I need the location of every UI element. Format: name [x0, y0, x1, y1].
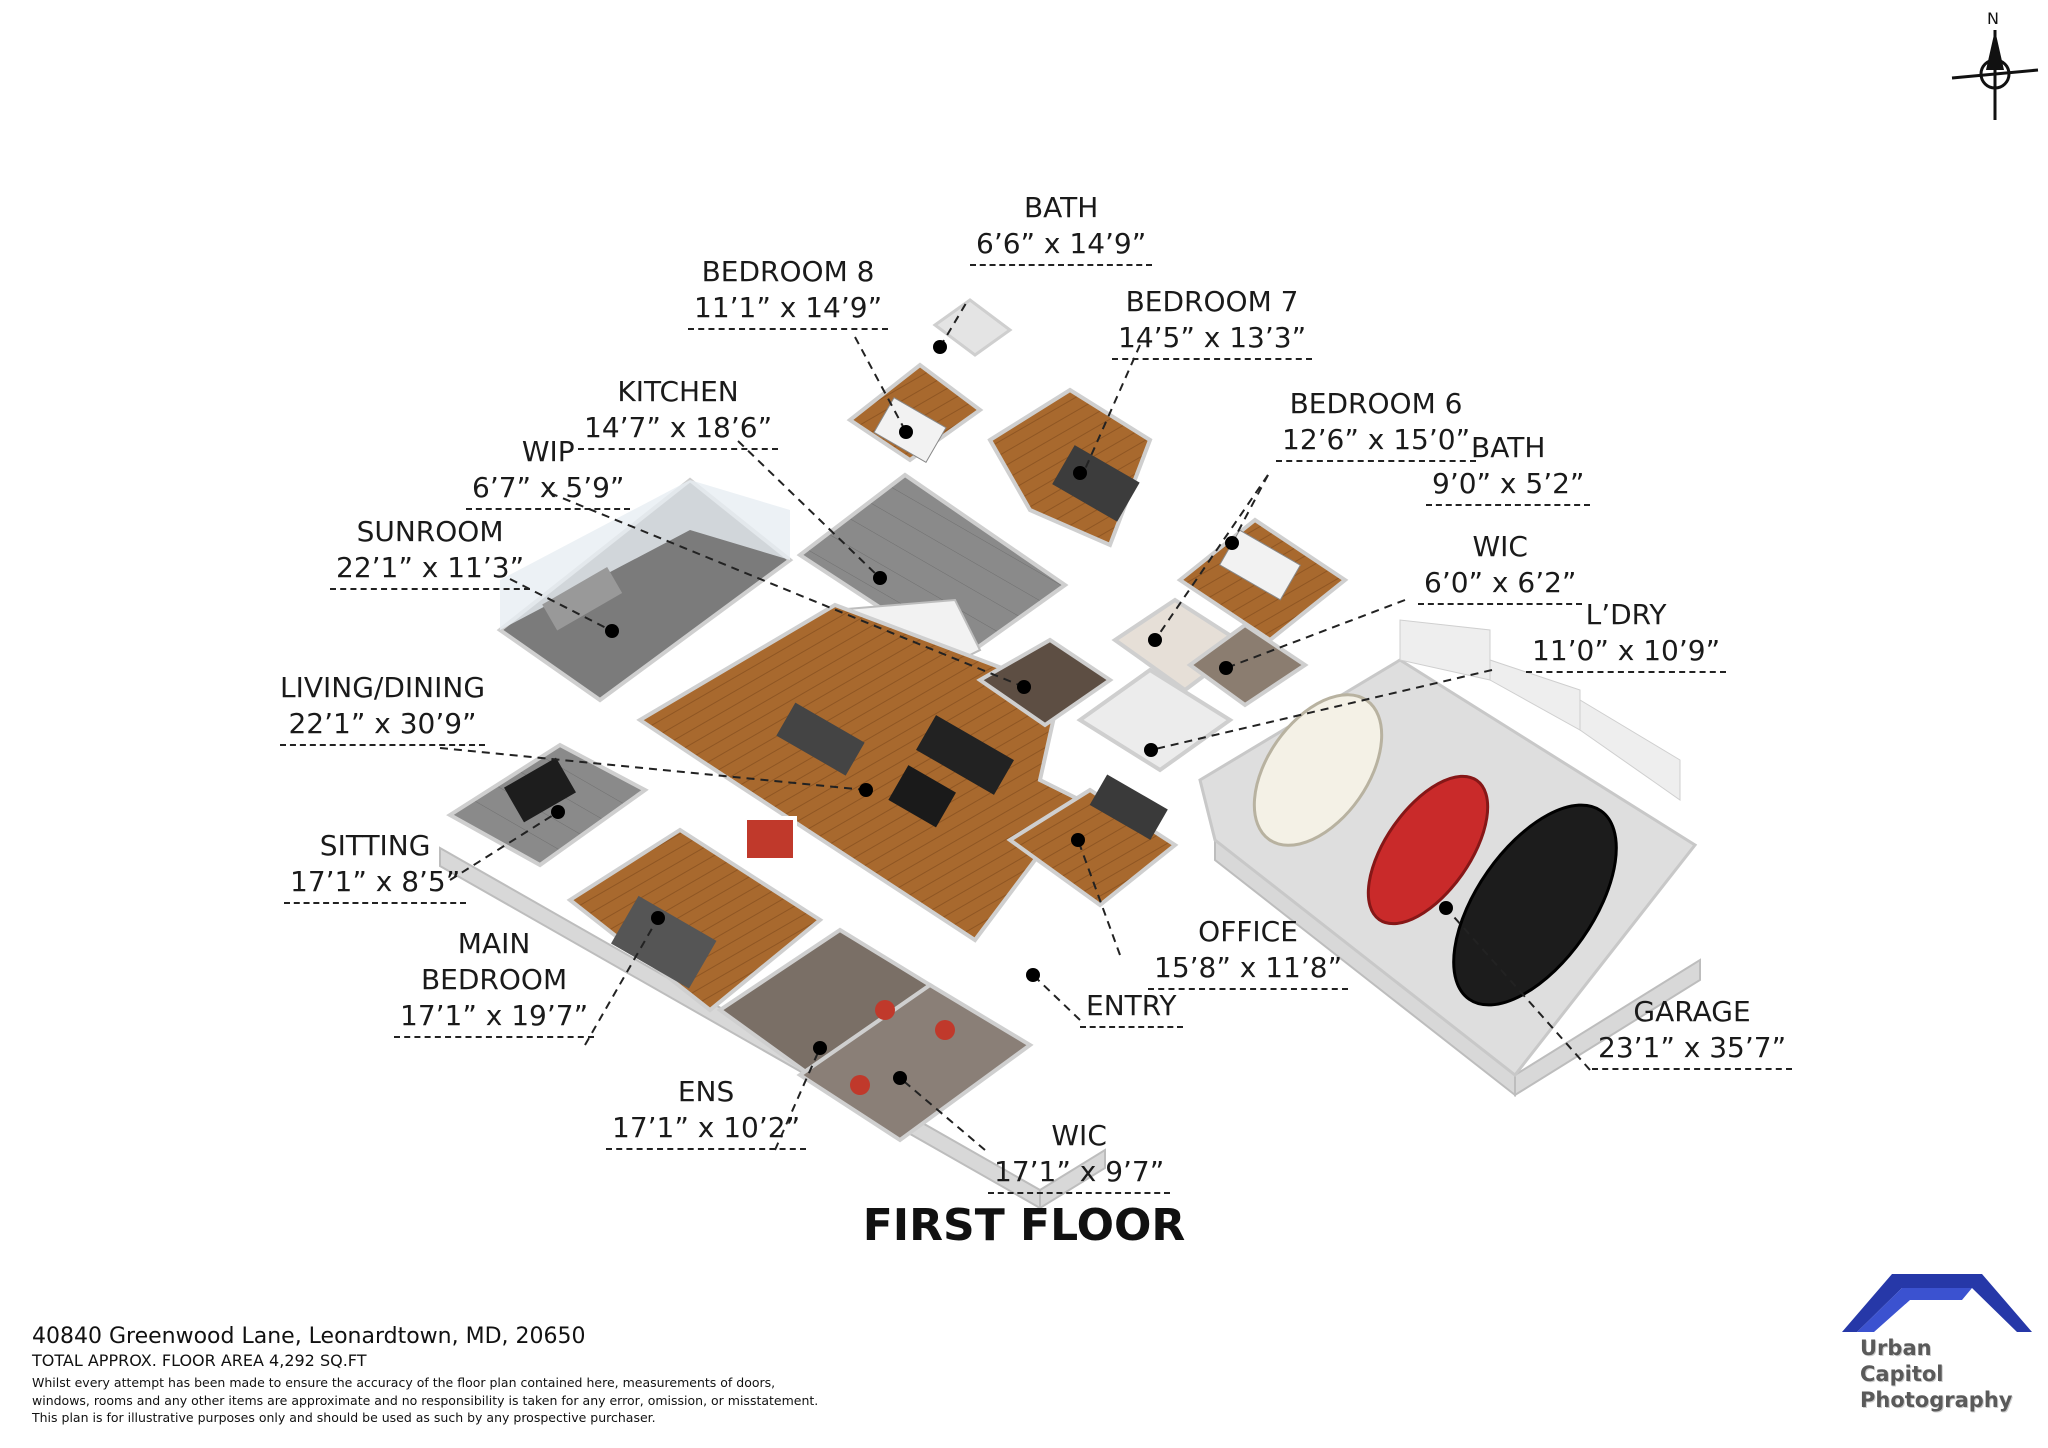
room-name: BATH	[1471, 431, 1546, 464]
room-size: 15’8” x 11’8”	[1148, 950, 1349, 990]
north-arrow-icon: N	[1951, 9, 2039, 120]
room-label-bedroom-6: BEDROOM 6 12’6” x 15’0”	[1276, 386, 1477, 462]
room-label-sunroom: SUNROOM 22’1” x 11’3”	[330, 514, 531, 590]
main-bedroom-floor	[566, 816, 824, 1013]
room-size: 17’1” x 9’7”	[988, 1154, 1171, 1194]
room-size: 14’7” x 18’6”	[578, 410, 779, 450]
leader-lines	[439, 299, 1591, 1151]
room-name: BEDROOM 6	[1289, 387, 1463, 420]
room-name: MAIN	[457, 927, 531, 960]
room-name: BEDROOM 7	[1125, 285, 1299, 318]
room-label-entry: ENTRY	[1080, 988, 1183, 1028]
room-size: 11’1” x 14’9”	[688, 290, 889, 330]
logo-line: Photography	[1860, 1388, 2013, 1412]
room-label-wic-east: WIC 6’0” x 6’2”	[1418, 529, 1583, 605]
room-name: WIC	[1051, 1119, 1107, 1152]
room-name: WIC	[1472, 530, 1528, 563]
living-dining-floor	[636, 602, 1084, 943]
disclaimer-line: This plan is for illustrative purposes o…	[32, 1410, 656, 1425]
room-size: 14’5” x 13’3”	[1112, 320, 1313, 360]
room-label-office: OFFICE 15’8” x 11’8”	[1148, 914, 1349, 990]
room-name: OFFICE	[1198, 915, 1298, 948]
room-size: 22’1” x 30’9”	[280, 706, 486, 746]
room-name: GARAGE	[1633, 995, 1751, 1028]
room-label-bath-north: BATH 6’6” x 14’9”	[970, 190, 1153, 266]
room-size: 22’1” x 11’3”	[330, 550, 531, 590]
room-size: 9’0” x 5’2”	[1426, 466, 1591, 506]
office-floor	[1006, 774, 1179, 908]
room-name: LIVING/DINING	[280, 671, 486, 704]
room-name: ENTRY	[1080, 988, 1183, 1028]
room-label-wip: WIP 6’7” x 5’9”	[466, 434, 631, 510]
room-label-living-dining: LIVING/DINING 22’1” x 30’9”	[280, 670, 486, 746]
roof-logo-icon	[1842, 1274, 2032, 1332]
room-name: SITTING	[319, 829, 431, 862]
logo-line: Urban	[1860, 1336, 1932, 1360]
disclaimer-line: Whilst every attempt has been made to en…	[32, 1375, 776, 1390]
north-label: N	[1987, 9, 1999, 28]
room-size: 12’6” x 15’0”	[1276, 422, 1477, 462]
total-floor-area: TOTAL APPROX. FLOOR AREA 4,292 SQ.FT	[32, 1351, 367, 1370]
property-address: 40840 Greenwood Lane, Leonardtown, MD, 2…	[32, 1324, 586, 1349]
room-label-main-bedroom: MAIN BEDROOM 17’1” x 19’7”	[394, 926, 595, 1038]
room-label-laundry: L’DRY 11’0” x 10’9”	[1526, 597, 1727, 673]
room-size: 6’7” x 5’9”	[466, 470, 631, 510]
room-name: L’DRY	[1585, 598, 1667, 631]
room-markers	[551, 340, 1453, 1085]
room-size: 17’1” x 19’7”	[394, 998, 595, 1038]
room-name: BATH	[1023, 191, 1099, 224]
room-name: SUNROOM	[356, 515, 504, 548]
disclaimer: Whilst every attempt has been made to en…	[32, 1374, 852, 1427]
room-size: 6’0” x 6’2”	[1418, 565, 1583, 605]
service-rooms	[976, 597, 1309, 773]
sitting-floor	[446, 742, 649, 868]
disclaimer-line: windows, rooms and any other items are a…	[32, 1392, 819, 1408]
room-size: 6’6” x 14’9”	[970, 226, 1153, 266]
room-name: KITCHEN	[617, 375, 739, 408]
room-size: 17’1” x 8’5”	[284, 864, 467, 904]
room-name-2: BEDROOM	[420, 963, 568, 996]
room-size: 17’1” x 10’2”	[606, 1110, 807, 1150]
floor-title: FIRST FLOOR	[862, 1200, 1186, 1251]
room-label-wic-main: WIC 17’1” x 9’7”	[988, 1118, 1171, 1194]
room-label-kitchen: KITCHEN 14’7” x 18’6”	[578, 374, 779, 450]
room-label-bedroom-7: BEDROOM 7 14’5” x 13’3”	[1112, 284, 1313, 360]
room-label-garage: GARAGE 23’1” x 35’7”	[1592, 994, 1793, 1070]
sunroom-floor	[496, 477, 794, 703]
room-size: 11’0” x 10’9”	[1526, 633, 1727, 673]
logo-line: Capitol	[1860, 1362, 1944, 1386]
room-size: 23’1” x 35’7”	[1592, 1030, 1793, 1070]
logo-text: Urban Capitol Photography	[1860, 1335, 2012, 1413]
room-name: ENS	[677, 1075, 735, 1108]
room-label-ensuite: ENS 17’1” x 10’2”	[606, 1074, 807, 1150]
ensuite-floor	[716, 927, 1034, 1143]
room-name: WIP	[521, 435, 575, 468]
garage-floor	[1198, 619, 1698, 1078]
room-label-sitting: SITTING 17’1” x 8’5”	[284, 828, 467, 904]
room-label-bedroom-8: BEDROOM 8 11’1” x 14’9”	[688, 254, 889, 330]
room-label-bath-east: BATH 9’0” x 5’2”	[1426, 430, 1591, 506]
bedrooms-wing	[846, 298, 1349, 643]
room-name: BEDROOM 8	[701, 255, 875, 288]
